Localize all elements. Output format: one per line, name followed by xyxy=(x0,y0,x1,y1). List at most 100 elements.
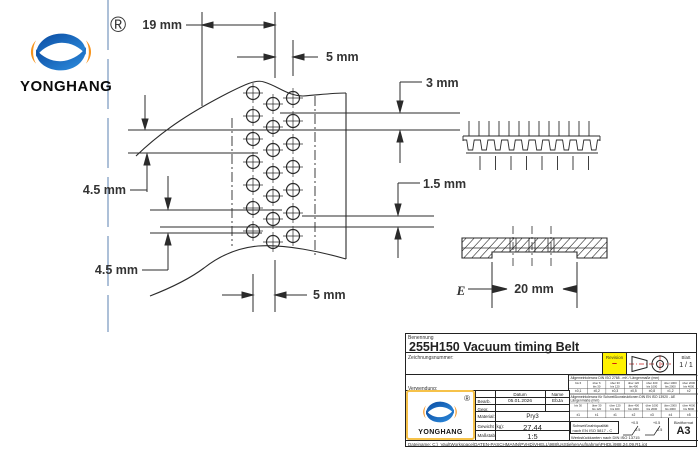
zeichnungsnummer-label: Zeichnungsnummer: xyxy=(408,355,454,361)
gepr-label: Gepr. xyxy=(477,406,489,412)
dim-4_5mm-lower: 4.5 mm xyxy=(95,263,138,277)
divider xyxy=(545,390,546,412)
svg-text:±0,1: ±0,1 xyxy=(575,389,582,393)
divider xyxy=(406,390,569,391)
registered-mark-icon: ® xyxy=(110,12,127,37)
dim-1_5mm: 1.5 mm xyxy=(423,177,466,191)
svg-text:±1,2: ±1,2 xyxy=(667,389,674,393)
svg-text:bis 6: bis 6 xyxy=(575,381,581,385)
weld-quality-line2: nach EN ISO 5817 - C xyxy=(572,428,613,433)
material-value: Pry3 xyxy=(526,414,539,420)
blatt-value: 1 / 1 xyxy=(679,362,693,369)
brand-name: YONGHANG xyxy=(20,78,113,95)
titleblock-brand-name: YONGHANG xyxy=(418,429,463,436)
belt-cross-section xyxy=(461,226,608,308)
bearb-name: EbJa xyxy=(552,399,563,404)
dim-4_5mm-upper: 4.5 mm xyxy=(83,183,126,197)
hole-pattern xyxy=(243,83,303,252)
dim-19mm: 19 mm xyxy=(142,18,182,32)
svg-text:±0,5: ±0,5 xyxy=(630,389,637,393)
section-label-e: E xyxy=(456,283,466,298)
svg-text:±0,3: ±0,3 xyxy=(612,389,619,393)
material-label: Material: xyxy=(477,413,495,419)
svg-text:über 30: über 30 xyxy=(592,403,602,407)
belt-side-view xyxy=(462,121,601,170)
svg-text:bis 4000: bis 4000 xyxy=(665,407,676,411)
bearb-label: Bearb. xyxy=(477,399,491,404)
svg-text:über 30: über 30 xyxy=(610,381,620,385)
svg-text:±0,2: ±0,2 xyxy=(593,389,600,393)
svg-text:über 120: über 120 xyxy=(628,381,639,385)
belt-outline xyxy=(135,80,347,297)
svg-text:±1: ±1 xyxy=(595,413,599,417)
brand-logo: ® YONGHANG xyxy=(0,0,140,120)
svg-text:bis 1000: bis 1000 xyxy=(628,407,639,411)
gewicht-label: Gewicht (kg): xyxy=(477,423,505,429)
blattformat-label: Blattformat xyxy=(673,420,694,425)
info-header-row: Datum Name xyxy=(476,390,570,398)
edge-plus-value: +0.5 xyxy=(653,421,660,425)
svg-text:±2: ±2 xyxy=(632,413,636,417)
belt-centerlines xyxy=(231,96,316,258)
dim-20mm: 20 mm xyxy=(514,282,554,296)
verwendung-label: Verwendung: xyxy=(408,386,438,392)
svg-text:Allgemeintoleranz für Schweißk: Allgemeintoleranz für Schweißkonstruktio… xyxy=(571,395,677,399)
svg-text:bis 30: bis 30 xyxy=(574,403,582,407)
tolerance-table-1: Allgemeintoleranz DIN ISO 2768 - mK / Lä… xyxy=(569,375,698,394)
svg-text:bis 2000: bis 2000 xyxy=(647,407,658,411)
svg-text:bis 1000: bis 1000 xyxy=(647,384,658,388)
title-block: Benennung 255H150 Vacuum timing Belt Zei… xyxy=(405,333,698,448)
blattformat-cell: Blattformat A3 xyxy=(668,418,698,440)
divider xyxy=(569,390,570,440)
revision-cell: Revision – xyxy=(602,353,627,374)
bearb-row: Bearb. 05.01.2026 EbJa xyxy=(476,398,570,405)
revision-label: Revision xyxy=(605,355,624,360)
svg-text:±1: ±1 xyxy=(576,413,580,417)
titleblock-logo-cell: ® YONGHANG xyxy=(406,390,475,440)
svg-text:bis 8000: bis 8000 xyxy=(683,407,694,411)
svg-text:Längenmaße (mm): Längenmaße (mm) xyxy=(571,399,600,403)
massstab-label: Maßstab: xyxy=(477,432,497,438)
gewicht-value: 27,44 xyxy=(523,422,542,432)
svg-text:bis 120: bis 120 xyxy=(611,384,620,388)
svg-text:über 2000: über 2000 xyxy=(664,403,677,407)
dimension-lines xyxy=(128,12,460,312)
edge-condition-icons: +0.5 -0.5 +0.5 -0.5 xyxy=(623,421,662,436)
dateiname-row: Dateiname: C:\_VaultWorkspace\DATEN-PASC… xyxy=(406,440,698,448)
svg-text:bis 400: bis 400 xyxy=(611,407,620,411)
edge-minus-value: -0.5 xyxy=(634,428,640,432)
gepr-row: Gepr. xyxy=(476,405,570,412)
svg-text:bis 120: bis 120 xyxy=(592,407,601,411)
svg-text:±1: ±1 xyxy=(613,413,617,417)
svg-text:bis 2000: bis 2000 xyxy=(665,384,676,388)
datum-header: Datum xyxy=(513,391,527,397)
edge-minus-value: -0.5 xyxy=(656,428,662,432)
dim-3mm: 3 mm xyxy=(426,76,459,90)
svg-text:über 1000: über 1000 xyxy=(664,381,677,385)
svg-text:±2: ±2 xyxy=(687,389,691,393)
tolerance-table-2: Allgemeintoleranz für Schweißkonstruktio… xyxy=(569,394,698,418)
number-row: Zeichnungsnummer: Revision – Blatt 1 / 1 xyxy=(406,353,696,375)
svg-text:über 120: über 120 xyxy=(610,403,621,407)
title-row: Benennung 255H150 Vacuum timing Belt xyxy=(406,334,696,354)
titleblock-logo-icon xyxy=(423,401,457,423)
drawing-title: 255H150 Vacuum timing Belt xyxy=(409,340,580,354)
projection-symbol xyxy=(627,353,673,374)
weld-zone: Schweißnahtqualität nach EN ISO 5817 - C… xyxy=(569,418,698,440)
brand-logo-icon xyxy=(30,33,92,71)
werkstueckkanten-note: Werkstückkanten nach DIN ISO 13715 xyxy=(571,435,640,440)
svg-text:über 1000: über 1000 xyxy=(646,403,659,407)
bearb-datum: 05.01.2026 xyxy=(507,399,532,404)
blattformat-value: A3 xyxy=(676,425,691,437)
verwendung-cell: Verwendung: xyxy=(406,375,569,392)
registered-mark-icon: ® xyxy=(464,394,470,403)
svg-text:±0,8: ±0,8 xyxy=(649,389,656,393)
svg-text:über 6: über 6 xyxy=(593,381,601,385)
blatt-cell: Blatt 1 / 1 xyxy=(673,353,698,374)
svg-text:über 400: über 400 xyxy=(628,403,639,407)
svg-text:über 4000: über 4000 xyxy=(682,403,695,407)
svg-text:Allgemeintoleranz DIN ISO 2768: Allgemeintoleranz DIN ISO 2768 - mK / Lä… xyxy=(571,376,660,380)
dim-5mm-bottom: 5 mm xyxy=(313,288,346,302)
projection-symbol-icon xyxy=(629,355,671,373)
